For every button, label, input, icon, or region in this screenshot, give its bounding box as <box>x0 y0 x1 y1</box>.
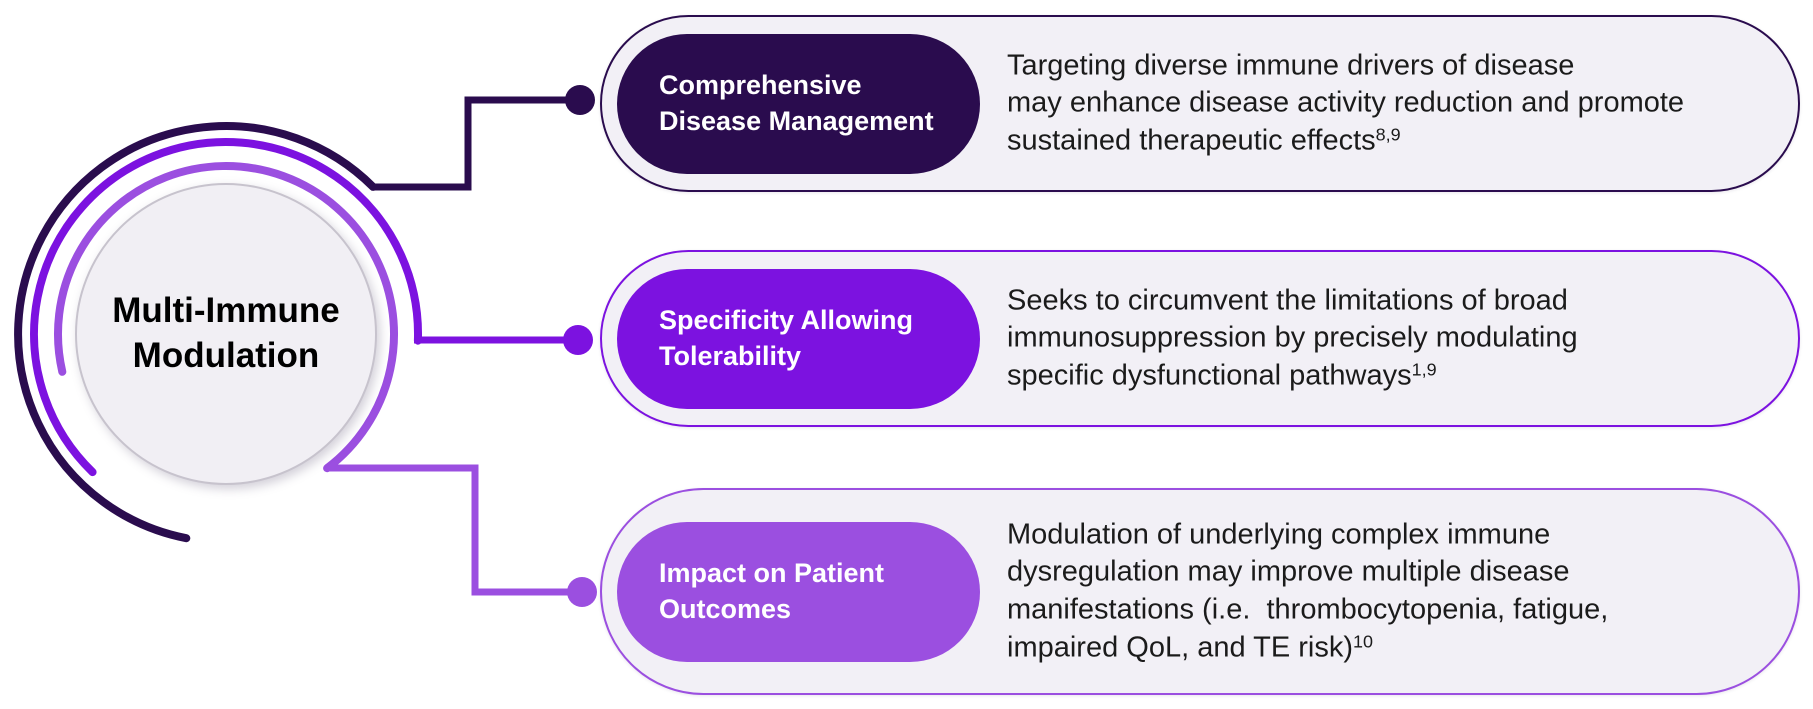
card-description: Seeks to circumvent the limitations of b… <box>1007 282 1760 395</box>
outer-ring-arc <box>14 122 378 543</box>
card-description: Targeting diverse immune drivers of dise… <box>1007 47 1760 160</box>
connector-line-1 <box>371 96 578 191</box>
card-description-text: Seeks to circumvent the limitations of b… <box>1007 283 1578 392</box>
middle-ring-arc <box>30 138 422 477</box>
reference-superscript: 10 <box>1353 631 1373 652</box>
card-label-specificity-allowing-tolerability: Specificity Allowing Tolerability <box>617 268 980 409</box>
card-description-text: Modulation of underlying complex immune … <box>1007 518 1609 664</box>
reference-superscript: 1,9 <box>1411 359 1437 380</box>
connector-dot-3 <box>567 577 597 607</box>
card-label-impact-on-patient-outcomes: Impact on Patient Outcomes <box>617 521 980 662</box>
connector-dot-1 <box>565 85 595 115</box>
card-description-text: Targeting diverse immune drivers of dise… <box>1007 48 1685 157</box>
card-description: Modulation of underlying complex immune … <box>1007 516 1760 667</box>
hub-circle: Multi-Immune Modulation <box>75 183 377 485</box>
card-label-comprehensive-disease-management: Comprehensive Disease Management <box>617 33 980 174</box>
inner-ring-arc <box>54 162 398 473</box>
reference-superscript: 8,9 <box>1375 124 1401 145</box>
connector-line-3 <box>325 464 580 596</box>
hub-title: Multi-Immune Modulation <box>112 291 340 375</box>
connector-dot-2 <box>563 325 593 355</box>
